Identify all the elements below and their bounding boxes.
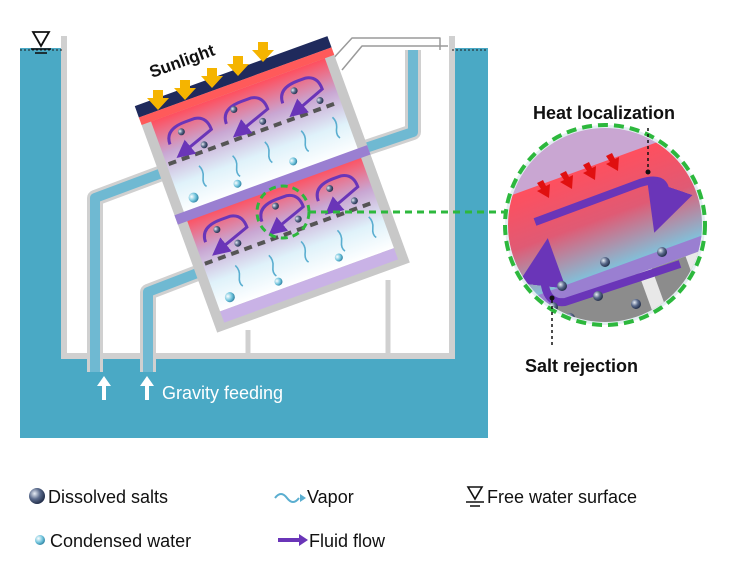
legend-free-water-surface-icon [466,486,484,507]
dissolved-salts-icon [29,488,45,504]
legend-fluid-flow: Fluid flow [309,531,386,551]
condensed-water-icon [35,535,45,545]
separator-1 [174,145,371,225]
salt-rejection-label: Salt rejection [525,356,638,376]
bottom-membrane [220,248,399,323]
sunlight-arrows [147,42,274,110]
legend: Dissolved salts Vapor Free water surface… [29,486,637,551]
free-water-surface-icon [31,31,51,54]
gravity-feed-arrows [97,376,154,400]
support-legs [245,280,391,354]
heat-arrows [537,153,619,198]
vapor-icon [274,493,300,503]
zoom-detail [503,123,707,346]
heat-localization-label: Heat localization [533,103,675,123]
distiller-device [134,36,410,333]
legend-dissolved-salts: Dissolved salts [48,487,168,507]
legend-vapor: Vapor [307,487,354,507]
gravity-feeding-label: Gravity feeding [162,383,283,403]
legend-free-water-surface: Free water surface [487,487,637,507]
legend-condensed-water: Condensed water [50,531,191,551]
zoom-border [503,123,707,327]
